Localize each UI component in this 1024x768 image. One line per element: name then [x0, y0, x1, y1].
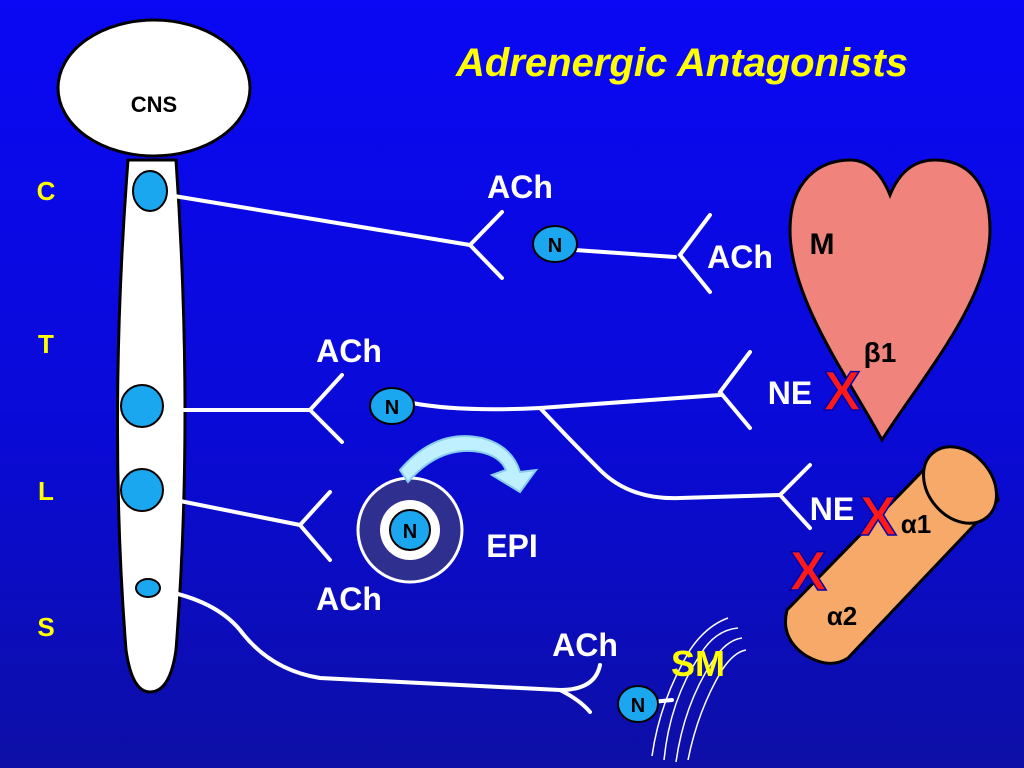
page-title: Adrenergic Antagonists [455, 41, 908, 85]
level-c: C [37, 176, 56, 206]
label-epi: EPI [486, 528, 538, 564]
label-ach-c-pre: ACh [487, 169, 553, 205]
cns-brain [56, 18, 252, 158]
block-alpha2: X [789, 539, 826, 602]
receptor-alpha2: α2 [827, 601, 857, 631]
fiber-c-preganglionic [166, 193, 472, 247]
heart [788, 158, 992, 443]
label-ach-l: ACh [316, 581, 382, 617]
block-alpha1: X [859, 484, 896, 547]
block-beta1: X [823, 359, 860, 422]
label-ne-vessel: NE [810, 491, 854, 527]
fiber-c-terminal [677, 213, 712, 294]
smooth-muscle-label: SM [671, 643, 725, 684]
label-ne-heart: NE [768, 375, 812, 411]
ganglion-t: N [369, 387, 415, 425]
svg-text:N: N [385, 397, 399, 419]
level-t: T [38, 329, 54, 359]
fiber-l-synapse [297, 490, 332, 562]
epi-release-arrow [398, 435, 539, 494]
adrenal-medulla: N [356, 476, 464, 584]
fiber-t-synapse [307, 373, 344, 444]
level-s: S [37, 612, 54, 642]
nucleus-t [120, 384, 164, 428]
fiber-t-branch-vessel [538, 406, 782, 501]
blood-vessel [784, 445, 1000, 665]
receptor-alpha1: α1 [901, 509, 931, 539]
fiber-s-terminal [558, 688, 592, 714]
cns-label: CNS [131, 92, 177, 117]
svg-text:N: N [548, 235, 562, 257]
fiber-s-preganglionic [158, 588, 602, 693]
fiber-c-synapse [467, 210, 504, 280]
smooth-muscle-fibers [651, 617, 747, 763]
fiber-t-terminal-vessel [777, 463, 812, 530]
level-l: L [38, 476, 54, 506]
fiber-l-preganglionic [153, 494, 302, 527]
fiber-c-postganglionic [573, 248, 677, 259]
ganglion-c: N [532, 225, 578, 263]
nucleus-c [132, 170, 168, 212]
svg-text:N: N [403, 521, 417, 543]
label-ach-s: ACh [552, 627, 618, 663]
receptor-beta1: β1 [864, 337, 897, 368]
label-ach-c-post: ACh [707, 239, 773, 275]
ganglion-s: N [617, 685, 659, 723]
label-ach-t: ACh [316, 333, 382, 369]
svg-text:N: N [631, 695, 645, 717]
spinal-cord [115, 158, 187, 694]
nucleus-l [120, 468, 164, 512]
receptor-m: M [810, 228, 835, 261]
nucleus-s [135, 578, 161, 598]
fiber-t-terminal-heart [717, 350, 752, 430]
fiber-t-postganglionic [410, 393, 722, 412]
